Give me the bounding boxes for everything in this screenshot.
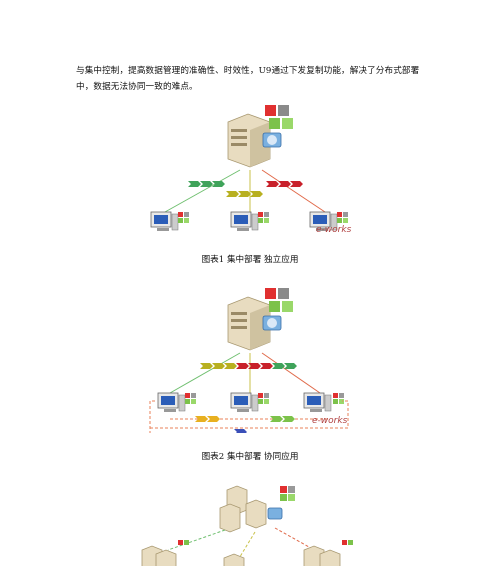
arrow-chain-icon	[266, 181, 303, 187]
figure-2-caption: 图表2 集中部署 协同应用	[201, 452, 299, 462]
server-icon	[245, 499, 267, 529]
figure-2-diagram: e-works	[149, 288, 349, 433]
watermark: e-works	[312, 416, 348, 426]
arrow-chain-icon	[195, 416, 295, 433]
server-icon	[141, 545, 177, 566]
figure-1-diagram: e-works	[150, 105, 352, 235]
colored-cubes-icon	[265, 105, 293, 129]
colored-cubes-icon	[280, 486, 295, 501]
database-icon	[262, 132, 282, 148]
arrow-chain-icon	[188, 181, 225, 187]
server-icon	[227, 113, 271, 168]
server-icon	[223, 553, 245, 566]
computer-icon	[309, 211, 338, 231]
server-icon	[303, 545, 341, 566]
computer-icon	[303, 392, 332, 412]
arrow-chain-icon	[200, 363, 297, 369]
body-paragraph: 与集中控制，提高数据管理的准确性、时效性，U9通过下发复制功能，解决了分布式部署…	[76, 66, 420, 92]
computer-icon	[230, 211, 259, 231]
watermark: e-works	[316, 225, 352, 235]
arrow-chain-icon	[226, 191, 263, 197]
server-icon	[219, 503, 241, 533]
figure-3-diagram	[141, 485, 353, 566]
colored-cubes-icon	[265, 288, 293, 312]
database-icon	[262, 315, 282, 331]
figure-1-caption: 图表1 集中部署 独立应用	[201, 255, 299, 265]
computer-icon	[150, 211, 179, 231]
database-icon	[267, 507, 283, 520]
computer-icon	[157, 392, 186, 412]
computer-icon	[230, 392, 259, 412]
